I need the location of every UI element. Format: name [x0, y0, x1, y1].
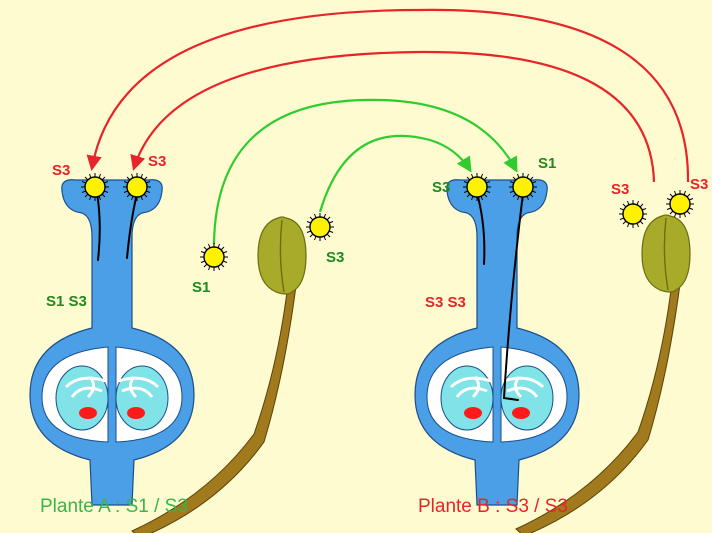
plant-a-stigma-label-left: S3 — [52, 162, 70, 179]
plant-a-released-pollen-s1 — [200, 243, 228, 271]
plant-a-pollen-label-s1: S1 — [192, 279, 210, 296]
plant-a-pollen-label-s3: S3 — [326, 249, 344, 266]
plant-b-released-pollen-left — [619, 200, 647, 228]
plant-b-stigma-pollen-right — [509, 173, 537, 201]
plant-b-caption: Plante B : S3 / S3 — [418, 496, 568, 517]
plant-b-released-pollen-right — [666, 190, 694, 218]
plant-a-stigma-pollen-left — [81, 173, 109, 201]
plant-a-stigma-label-right: S3 — [148, 153, 166, 170]
plant-a-caption: Plante A : S1 / S3 — [40, 496, 188, 517]
plant-b-stigma-label-left: S3 — [432, 179, 450, 196]
plant-a-genotype-label: S1 S3 — [46, 293, 87, 310]
plant-a-released-pollen-s3 — [306, 213, 334, 241]
plant-b-stigma-pollen-left — [463, 173, 491, 201]
plant-b-stigma-label-right: S1 — [538, 155, 556, 172]
plant-b-genotype-label: S3 S3 — [425, 294, 466, 311]
plant-b-pollen-label-left: S3 — [611, 181, 629, 198]
plant-b-pollen-label-right: S3 — [690, 176, 708, 193]
plant-a-stigma-pollen-right — [123, 173, 151, 201]
